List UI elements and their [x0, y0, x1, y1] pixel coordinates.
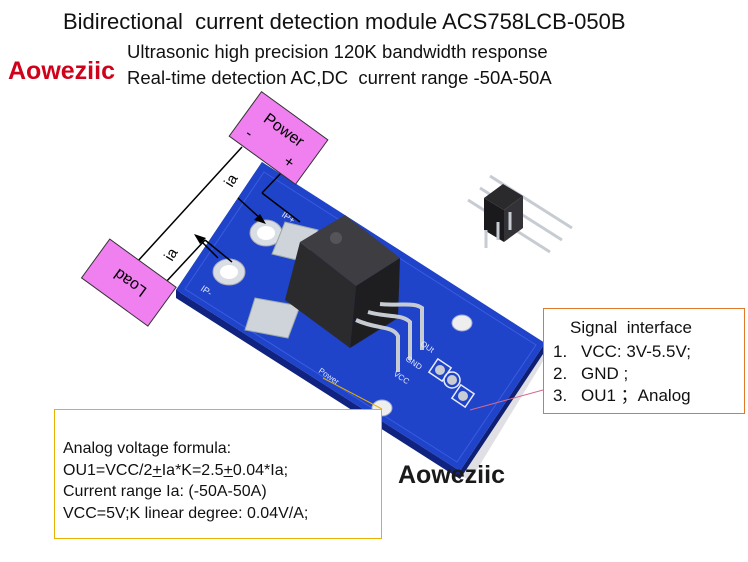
signal-item: 2. GND ;	[553, 363, 744, 385]
wire-load	[164, 239, 206, 284]
brand-logo-top: Aoweziic	[8, 57, 115, 85]
pad-vcc-square	[450, 383, 476, 409]
formula-line-2-part-c: 0.04*Ia;	[232, 461, 289, 479]
pad-vcc	[458, 391, 468, 401]
arrow-ia-left	[194, 234, 219, 259]
ip-plus-hole	[257, 226, 275, 240]
sensor-pin-1	[355, 318, 400, 372]
signal-item-number: 3.	[553, 386, 568, 405]
page-title: Bidirectional current detection module A…	[63, 9, 626, 34]
sensor-pin-2	[367, 310, 412, 360]
formula-box: Analog voltage formula: OU1=VCC/2+Ia*K=2…	[54, 409, 382, 539]
pad-out	[435, 365, 445, 375]
load-label-box: Load	[80, 238, 177, 327]
pad-gnd-ring	[443, 371, 461, 389]
wire-load-b	[204, 239, 233, 263]
ip-minus-hole	[220, 265, 238, 279]
sensor-body-side	[350, 258, 400, 348]
plus-minus-sign: +	[152, 461, 162, 479]
subtitle-line-1: Ultrasonic high precision 120K bandwidth…	[127, 41, 548, 62]
wire-minus	[136, 146, 243, 263]
brand-logo-bottom: Aoweziic	[398, 461, 505, 489]
signal-leader	[469, 389, 544, 411]
power-label-box: Power - +	[228, 90, 329, 186]
formula-line-2-part-b: Ia*K=2.5	[161, 461, 224, 479]
subtitle-line-2: Real-time detection AC,DC current range …	[127, 67, 552, 88]
pcb-edge-right	[460, 343, 545, 479]
formula-line-1: Analog voltage formula:	[63, 440, 232, 457]
wire-plus-b	[261, 192, 301, 223]
wire-plus-a	[261, 171, 283, 194]
formula-line-2: OU1=VCC/2+Ia*K=2.5+0.04*Ia;	[63, 460, 381, 482]
arrow-ia-top	[237, 197, 266, 224]
sensor-body-top	[300, 215, 400, 286]
plus-minus-sign: +	[223, 461, 233, 479]
signal-item-text: OU1 ；Analog	[581, 386, 691, 405]
sensor-body-front	[285, 242, 356, 348]
sensor-pin-3	[379, 302, 424, 350]
mount-hole-right	[451, 314, 473, 332]
formula-line-2-part-a: OU1=VCC/2	[63, 461, 153, 479]
sensor-mark	[330, 232, 342, 244]
ia-label-left: ia	[161, 245, 182, 264]
formula-leader	[322, 377, 383, 410]
formula-line-3: Current range Ia: (-50A-50A)	[63, 483, 267, 500]
signal-item-number: 1.	[553, 342, 568, 361]
signal-item: 3. OU1 ；Analog	[553, 385, 744, 407]
ia-label-top: ia	[221, 171, 242, 190]
header-pins	[467, 174, 573, 254]
pad-gnd	[447, 375, 457, 385]
signal-interface-title: Signal interface	[570, 318, 692, 337]
signal-item-text: GND ;	[581, 364, 629, 383]
formula-line-4: VCC=5V;K linear degree: 0.04V/A;	[63, 504, 309, 522]
pcb-outline	[184, 171, 537, 463]
signal-item-number: 2.	[553, 364, 568, 383]
pcb-edge-front	[176, 290, 460, 479]
signal-item-text: VCC: 3V-5.5V;	[581, 342, 691, 361]
signal-interface-box: Signal interface 1. VCC: 3V-5.5V; 2. GND…	[543, 308, 745, 414]
sensor-tab-bottom	[244, 297, 301, 339]
signal-item: 1. VCC: 3V-5.5V;	[553, 341, 744, 363]
